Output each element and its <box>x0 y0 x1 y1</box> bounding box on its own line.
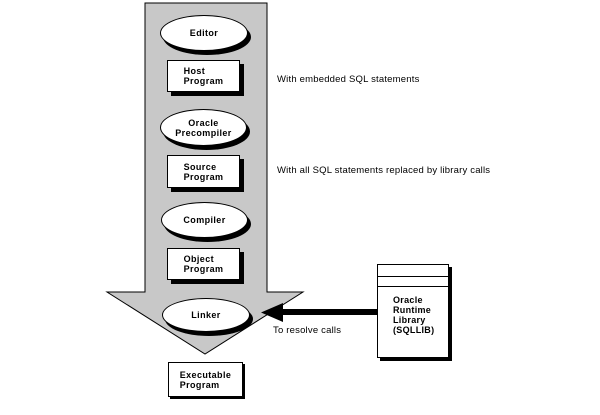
node-compiler: Compiler <box>161 202 248 238</box>
node-linker: Linker <box>162 298 250 332</box>
node-linker-label: Linker <box>191 310 221 320</box>
node-object-program: Object Program <box>167 248 240 280</box>
node-host-program: Host Program <box>167 60 240 92</box>
node-host-program-label: Host Program <box>183 66 224 86</box>
runtime-library-label: Oracle Runtime Library (SQLLIB) <box>393 295 435 335</box>
resolve-connector-shaft <box>282 309 378 315</box>
runtime-library-box: Oracle Runtime Library (SQLLIB) <box>377 264 449 358</box>
node-oracle-precompiler: Oracle Precompiler <box>160 109 247 146</box>
library-header-band-2 <box>378 277 448 287</box>
node-executable-program-label: Executable Program <box>179 369 232 390</box>
annotation-to-resolve-calls: To resolve calls <box>273 325 342 336</box>
node-compiler-label: Compiler <box>183 215 226 225</box>
node-oracle-precompiler-label: Oracle Precompiler <box>175 117 232 138</box>
resolve-connector-arrowhead <box>261 303 283 322</box>
node-source-program-label: Source Program <box>183 161 224 182</box>
library-header-band-1 <box>378 265 448 277</box>
node-executable-program: Executable Program <box>168 362 243 397</box>
node-editor: Editor <box>160 15 248 51</box>
annotation-embedded-sql: With embedded SQL statements <box>277 74 420 85</box>
annotation-replaced-by-library-calls: With all SQL statements replaced by libr… <box>277 165 491 176</box>
node-editor-label: Editor <box>189 28 219 38</box>
node-source-program: Source Program <box>167 155 240 188</box>
node-object-program-label: Object Program <box>183 254 224 274</box>
